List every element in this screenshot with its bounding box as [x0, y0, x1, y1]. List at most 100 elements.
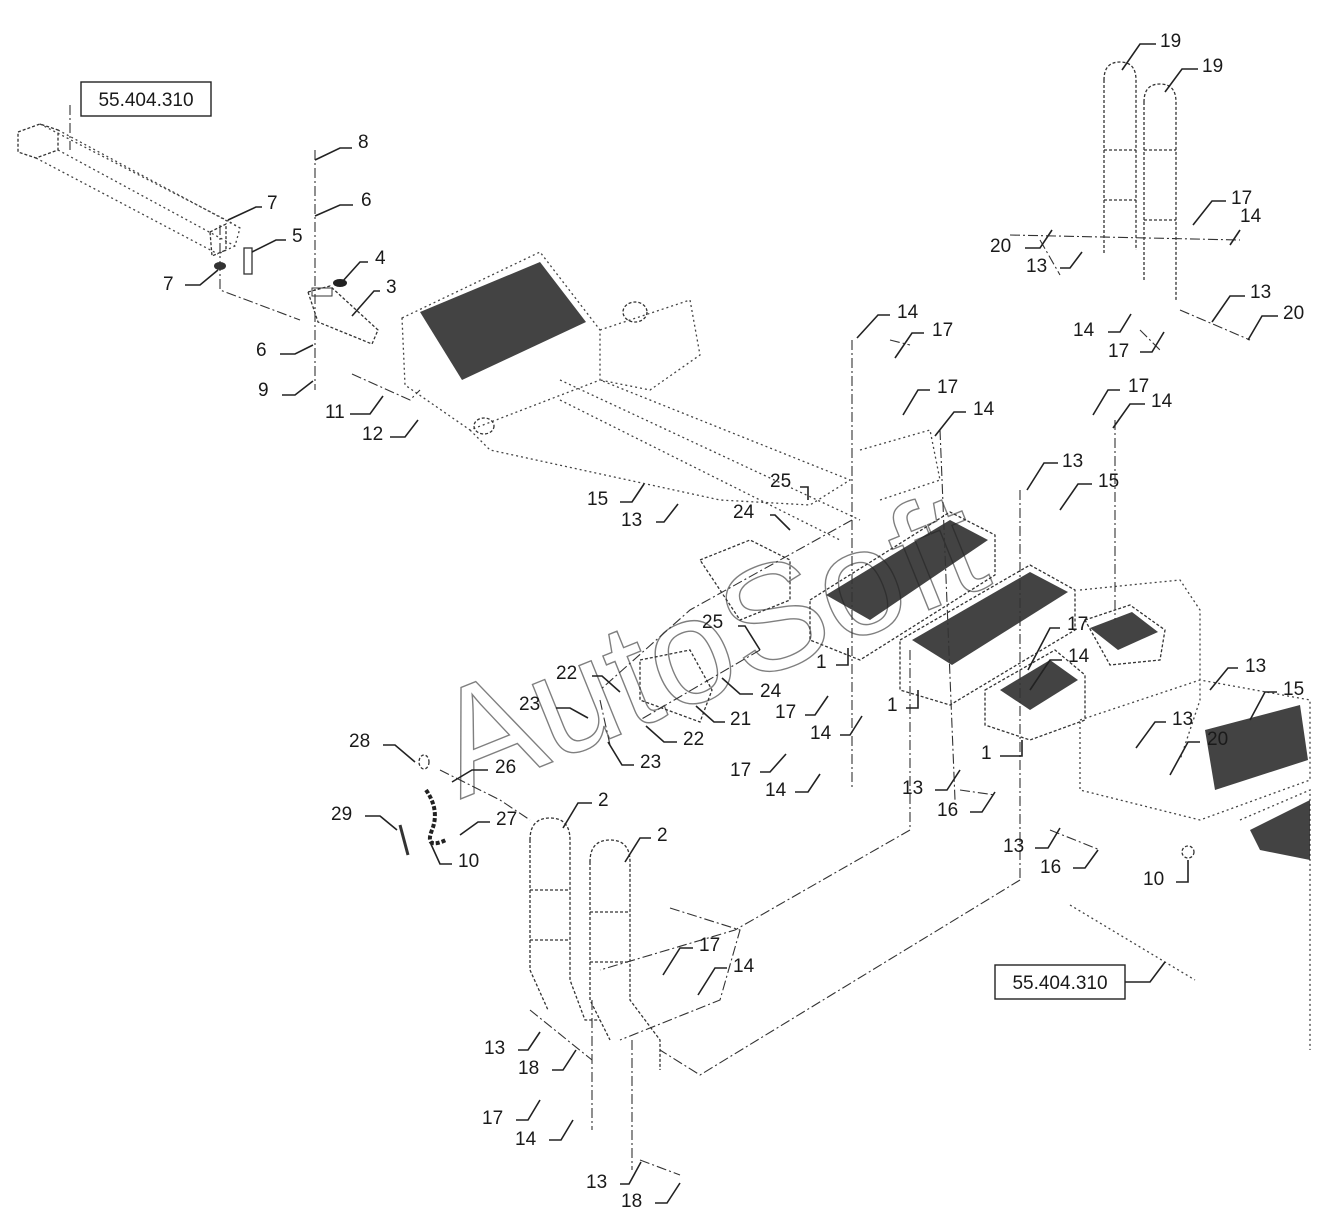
callout-17[interactable]: 17 — [1027, 614, 1088, 671]
wire-harness — [1069, 845, 1196, 981]
callout-14[interactable]: 14 — [1229, 206, 1262, 246]
leader-line — [227, 206, 262, 221]
callout-19[interactable]: 19 — [1121, 31, 1181, 71]
callout-18[interactable]: 18 — [621, 1182, 681, 1212]
callout-13[interactable]: 13 — [1135, 709, 1193, 749]
callout-9[interactable]: 9 — [258, 380, 314, 401]
callout-number: 22 — [683, 729, 704, 750]
leader-line — [800, 486, 809, 500]
leader-line — [795, 773, 821, 793]
reference-box-bottom-right[interactable]: 55.404.310 — [994, 961, 1166, 1000]
callout-12[interactable]: 12 — [362, 419, 419, 445]
callout-24[interactable]: 24 — [721, 677, 782, 702]
callout-23[interactable]: 23 — [607, 741, 661, 773]
callout-2[interactable]: 2 — [562, 790, 609, 829]
callout-8[interactable]: 8 — [314, 132, 369, 161]
callout-15[interactable]: 15 — [587, 483, 645, 510]
callout-7[interactable]: 7 — [227, 193, 278, 221]
callout-28[interactable]: 28 — [349, 731, 416, 763]
callout-1[interactable]: 1 — [816, 648, 849, 673]
callout-18[interactable]: 18 — [518, 1049, 577, 1079]
callout-number: 18 — [621, 1191, 642, 1212]
callout-17[interactable]: 17 — [894, 320, 953, 359]
callout-17[interactable]: 17 — [482, 1099, 541, 1129]
leader-line — [970, 791, 996, 813]
callout-26[interactable]: 26 — [451, 757, 516, 783]
leader-line — [697, 967, 727, 996]
callout-17[interactable]: 17 — [1192, 188, 1252, 226]
callout-1[interactable]: 1 — [981, 740, 1023, 764]
callout-29[interactable]: 29 — [331, 804, 398, 831]
callout-19[interactable]: 19 — [1164, 56, 1223, 93]
callout-3[interactable]: 3 — [351, 277, 397, 317]
callout-21[interactable]: 21 — [695, 705, 751, 730]
leader-line — [1035, 827, 1061, 849]
callout-number: 10 — [1143, 869, 1164, 890]
callout-5[interactable]: 5 — [251, 226, 303, 253]
callout-16[interactable]: 16 — [1040, 849, 1099, 878]
hitch-bracket — [209, 222, 379, 345]
callout-13[interactable]: 13 — [1026, 251, 1083, 277]
callout-6[interactable]: 6 — [256, 340, 314, 361]
callout-13[interactable]: 13 — [1026, 451, 1083, 491]
callout-number: 14 — [515, 1129, 537, 1150]
callout-13[interactable]: 13 — [621, 503, 679, 531]
callout-17[interactable]: 17 — [775, 695, 829, 723]
callout-22[interactable]: 22 — [556, 663, 621, 693]
callout-15[interactable]: 15 — [1059, 471, 1119, 511]
leader-line — [390, 419, 419, 438]
leader-line — [185, 269, 219, 286]
callout-20[interactable]: 20 — [1247, 303, 1304, 341]
callout-number: 19 — [1160, 31, 1181, 52]
callout-number: 14 — [1068, 646, 1090, 667]
callout-27[interactable]: 27 — [459, 809, 517, 836]
callout-13[interactable]: 13 — [1211, 282, 1271, 323]
callout-17[interactable]: 17 — [902, 377, 958, 416]
callout-17[interactable]: 17 — [1092, 376, 1149, 416]
callout-2[interactable]: 2 — [624, 825, 668, 863]
callout-14[interactable]: 14 — [934, 399, 995, 437]
callout-14[interactable]: 14 — [765, 773, 821, 801]
leader-line — [738, 625, 761, 651]
callout-number: 21 — [730, 709, 751, 730]
callout-14[interactable]: 14 — [810, 715, 863, 744]
callout-13[interactable]: 13 — [1003, 827, 1061, 857]
callout-11[interactable]: 11 — [325, 395, 384, 423]
callout-25[interactable]: 25 — [702, 612, 761, 651]
callout-14[interactable]: 14 — [515, 1119, 574, 1150]
callout-20[interactable]: 20 — [990, 229, 1053, 257]
callout-14[interactable]: 14 — [856, 302, 919, 339]
callout-7[interactable]: 7 — [163, 269, 219, 295]
reference-box-top-left[interactable]: 55.404.310 — [80, 81, 212, 117]
callout-17[interactable]: 17 — [1108, 331, 1165, 362]
callout-17[interactable]: 17 — [662, 935, 720, 976]
leader-line — [721, 677, 753, 695]
callout-16[interactable]: 16 — [937, 791, 996, 821]
callout-6[interactable]: 6 — [314, 190, 372, 217]
leader-line — [935, 769, 961, 791]
callout-24[interactable]: 24 — [733, 502, 791, 531]
callout-14[interactable]: 14 — [697, 956, 755, 996]
callout-number: 28 — [349, 731, 370, 752]
callout-22[interactable]: 22 — [645, 725, 704, 750]
leader-line — [1000, 740, 1023, 757]
callout-17[interactable]: 17 — [730, 753, 787, 781]
callout-13[interactable]: 13 — [902, 769, 961, 799]
callout-number: 13 — [484, 1038, 505, 1059]
callout-15[interactable]: 15 — [1249, 679, 1304, 721]
callout-number: 15 — [1098, 471, 1119, 492]
callout-25[interactable]: 25 — [770, 471, 809, 500]
callout-23[interactable]: 23 — [519, 694, 589, 719]
callout-14[interactable]: 14 — [1112, 391, 1173, 429]
callout-14[interactable]: 14 — [1073, 313, 1132, 341]
callout-13[interactable]: 13 — [586, 1161, 642, 1193]
callout-10[interactable]: 10 — [1143, 860, 1189, 890]
callout-number: 14 — [733, 956, 755, 977]
callout-20[interactable]: 20 — [1169, 729, 1228, 776]
callout-13[interactable]: 13 — [1209, 656, 1266, 691]
callout-1[interactable]: 1 — [887, 690, 919, 716]
callout-14[interactable]: 14 — [1029, 646, 1090, 691]
callout-4[interactable]: 4 — [341, 248, 386, 283]
callout-13[interactable]: 13 — [484, 1031, 541, 1059]
callout-10[interactable]: 10 — [429, 841, 479, 872]
